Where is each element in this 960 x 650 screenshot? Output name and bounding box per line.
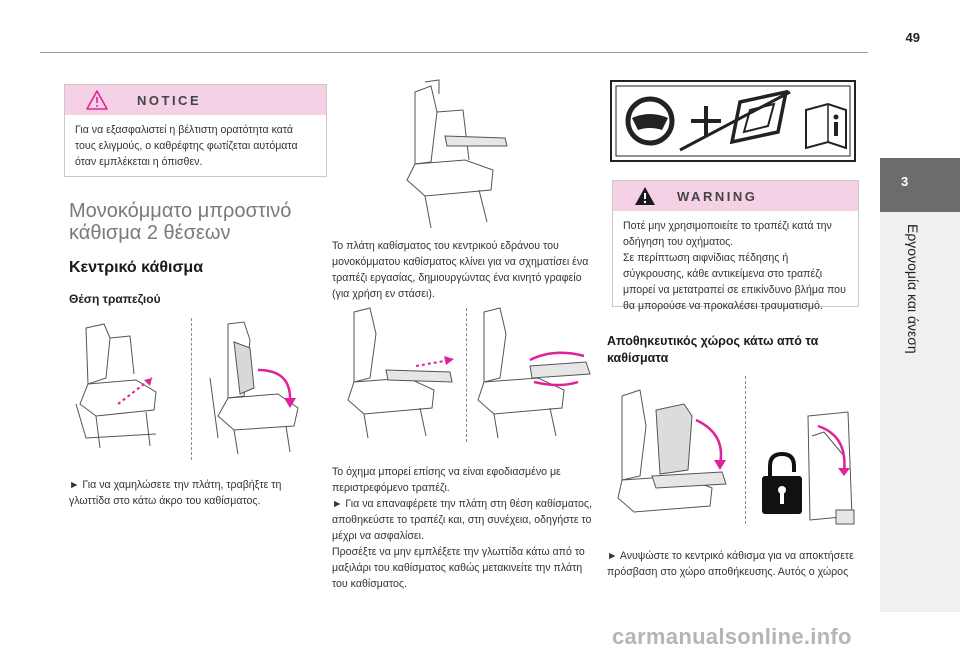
- plus-icon: [691, 106, 721, 136]
- chapter-label: Εργονομία και άνεση: [905, 224, 921, 354]
- page-number: 49: [905, 30, 920, 45]
- section-subtitle: Κεντρικό κάθισμα: [69, 259, 204, 276]
- chapter-strip: [880, 212, 960, 612]
- divider-dashed: [466, 308, 467, 442]
- table-icon: [729, 89, 789, 145]
- warning-text: Ποτέ μην χρησιμοποιείτε το τραπέζι κατά …: [623, 220, 846, 312]
- warning-header: WARNING: [613, 181, 858, 211]
- warning-box: WARNING Ποτέ μην χρησιμοποιείτε το τραπέ…: [612, 180, 859, 312]
- divider-dashed: [745, 376, 746, 524]
- watermark: carmanualsonline.info: [612, 624, 852, 649]
- seat-lever-illustration: [75, 323, 157, 449]
- storage-heading: Αποθηκευτικός χώρος κάτω από τα καθίσματ…: [607, 334, 819, 365]
- notice-title: NOTICE: [137, 93, 202, 108]
- warning-triangle-icon: [86, 90, 108, 110]
- warning-pictogram: [610, 80, 856, 162]
- notice-text: Για να εξασφαλιστεί η βέλτιστη ορατότητα…: [75, 124, 298, 168]
- storage-seat-illustration: [617, 389, 727, 513]
- table-mode-illustration: [406, 79, 508, 229]
- chapter-tab[interactable]: [880, 158, 960, 212]
- padlock-icon: [762, 451, 802, 514]
- table-slide-illustration: [347, 307, 454, 439]
- manual-info-icon: [805, 102, 847, 150]
- table-position-heading: Θέση τραπεζιού: [69, 292, 161, 306]
- notice-box: NOTICE Για να εξασφαλιστεί η βέλτιστη ορ…: [64, 84, 327, 177]
- divider-dashed: [191, 318, 192, 460]
- padlock-storage-illustration: [762, 411, 855, 525]
- notice-header: NOTICE: [65, 85, 326, 115]
- warning-triangle-icon: [635, 187, 655, 205]
- warning-title: WARNING: [677, 189, 758, 204]
- lower-backrest-step: ► Για να χαμηλώσετε την πλάτη, τραβήξτε …: [69, 479, 282, 507]
- seat-fold-illustration: [209, 321, 299, 455]
- table-mode-description: Το πλάτη καθίσματος του κεντρικού εδράνο…: [332, 240, 589, 300]
- table-restore-instructions: Το όχημα μπορεί επίσης να είναι εφοδιασμ…: [332, 466, 592, 590]
- table-rotate-illustration: [477, 307, 591, 439]
- header-rule: [40, 52, 868, 53]
- steering-wheel-icon: [625, 96, 675, 146]
- section-title: Μονοκόμματο μπροστινό κάθισμα 2 θέσεων: [69, 200, 292, 244]
- storage-text: ► Ανυψώστε το κεντρικό κάθισμα για να απ…: [607, 550, 854, 578]
- chapter-number: 3: [901, 174, 909, 189]
